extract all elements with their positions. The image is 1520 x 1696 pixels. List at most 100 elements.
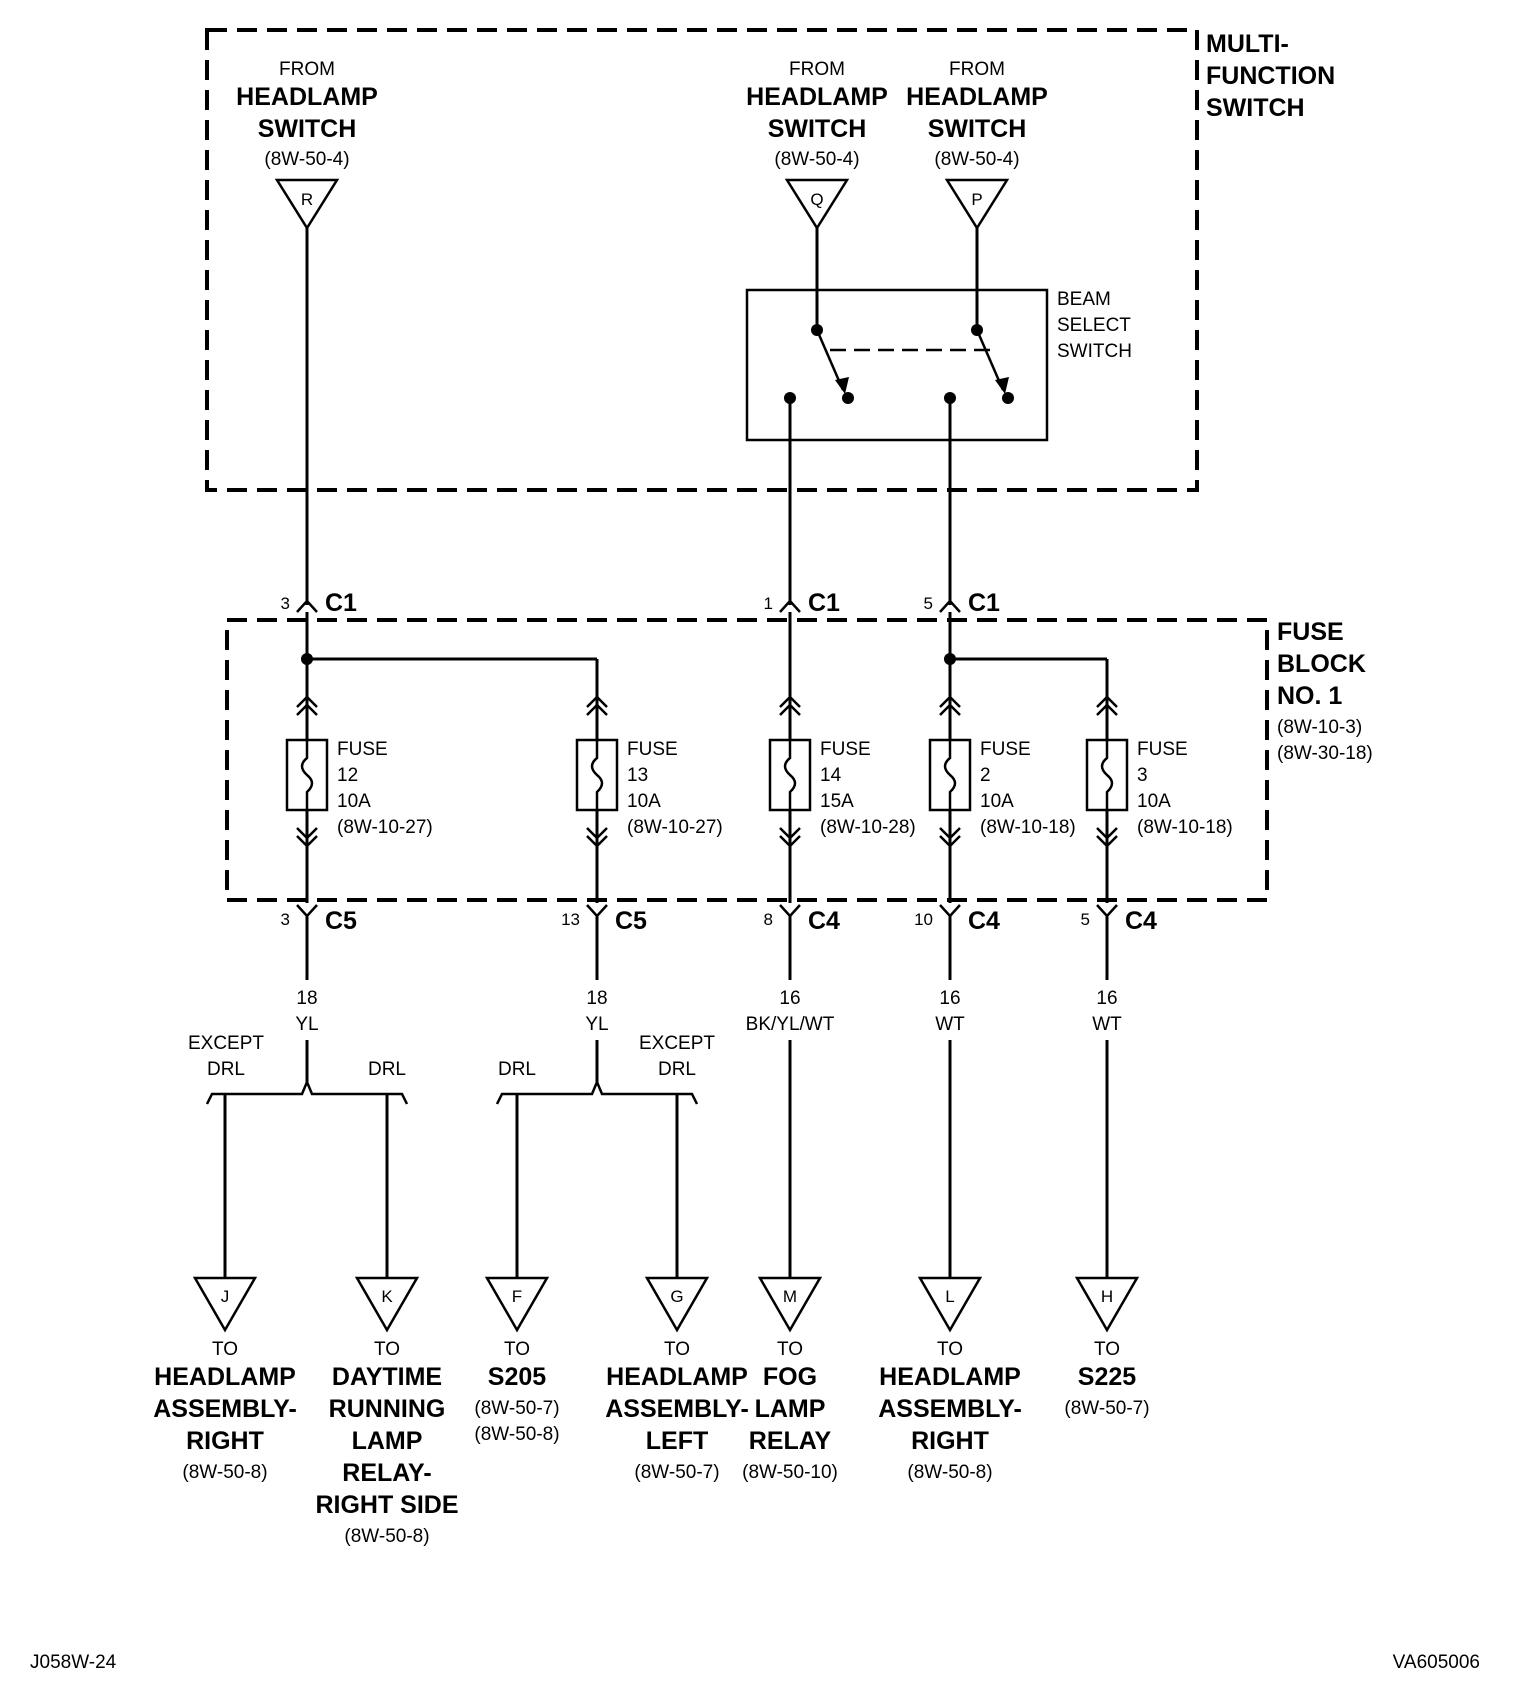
wire-4-color: WT (935, 1014, 965, 1035)
dest-l-name-3: RIGHT (911, 1427, 989, 1455)
dest-l-ref-1: (8W-50-8) (907, 1462, 992, 1483)
fuse-12-element (300, 740, 314, 810)
dest-k-name-2: RUNNING (329, 1395, 446, 1423)
dest-f-triangle (484, 1276, 550, 1333)
dest-k-ref-1: (8W-50-8) (344, 1526, 429, 1547)
c1-1-symbol (779, 599, 801, 613)
dest-l: L TO HEADLAMP ASSEMBLY- RIGHT (8W-50-8) (878, 1276, 1022, 1483)
dest-k-name-4: RELAY- (342, 1459, 431, 1487)
fuse-14: FUSE 14 15A (8W-10-28) (768, 612, 916, 903)
source-r-letter: R (301, 190, 313, 209)
out-c5-3-name: C5 (325, 907, 357, 935)
dest-h-letter: H (1101, 1287, 1113, 1306)
out-connector-c4-5: 5 C4 (1081, 904, 1157, 935)
out-c4-8-symbol (779, 904, 801, 918)
dest-m-name-1: FOG (763, 1363, 817, 1391)
source-q-triangle (784, 178, 850, 231)
out-c5-13-pin: 13 (561, 910, 580, 929)
fuse-14-top-terminal (779, 695, 801, 716)
c1-connector-1: 1 C1 (764, 589, 841, 617)
c1-3-pin: 3 (281, 594, 290, 613)
fuse-13-label: FUSE (627, 739, 678, 760)
dest-m-letter: M (783, 1287, 797, 1306)
wire-5-gauge: 16 (1096, 988, 1117, 1009)
out-c5-13-name: C5 (615, 907, 647, 935)
dest-g-triangle (644, 1276, 710, 1333)
c1-connector-5: 5 C1 (924, 589, 1001, 617)
source-r-from: FROM (279, 59, 335, 80)
dest-l-name-2: ASSEMBLY- (878, 1395, 1022, 1423)
out-c4-10-pin: 10 (914, 910, 933, 929)
beam-select-label-3: SWITCH (1057, 341, 1132, 362)
wire-2-color: YL (585, 1014, 608, 1035)
dest-m-ref-1: (8W-50-10) (742, 1462, 838, 1483)
wire-3-color: BK/YL/WT (746, 1014, 835, 1035)
fuse-13-bottom-terminal (586, 827, 608, 848)
dest-m-name-2: LAMP (755, 1395, 826, 1423)
c1-5-name: C1 (968, 589, 1000, 617)
fuse-14-rating: 15A (820, 791, 854, 812)
fuse-2-top-terminal (939, 695, 961, 716)
fuse-3: FUSE 3 10A (8W-10-18) (1085, 690, 1233, 903)
source-q: FROM HEADLAMP SWITCH (8W-50-4) Q (746, 59, 888, 231)
switch-blade-p-arrow (995, 377, 1009, 394)
c1-connector-3: 3 C1 (281, 589, 358, 617)
dest-l-name-1: HEADLAMP (879, 1363, 1021, 1391)
out-c5-13-symbol (586, 904, 608, 918)
dest-m-name-3: RELAY (749, 1427, 832, 1455)
fuse-block-ref-2: (8W-30-18) (1277, 743, 1373, 764)
dest-m-to: TO (777, 1339, 803, 1360)
fuse-3-ref: (8W-10-18) (1137, 817, 1233, 838)
out-connector-c4-8: 8 C4 (764, 904, 840, 935)
c1-3-name: C1 (325, 589, 357, 617)
fuse-block-label-2: BLOCK (1277, 650, 1366, 678)
fuse-14-ref: (8W-10-28) (820, 817, 916, 838)
branch-left-except-2: DRL (207, 1059, 245, 1080)
dest-j-to: TO (212, 1339, 238, 1360)
fuse-3-bottom-terminal (1096, 827, 1118, 848)
dest-g: G TO HEADLAMP ASSEMBLY- LEFT (8W-50-7) (605, 1276, 749, 1483)
c1-1-pin: 1 (764, 594, 773, 613)
source-p-triangle (944, 178, 1010, 231)
fuse-14-number: 14 (820, 765, 842, 786)
fuse-12-bottom-terminal (296, 827, 318, 848)
fuse-block-label-1: FUSE (1277, 618, 1344, 646)
dest-l-to: TO (937, 1339, 963, 1360)
wire-5-color: WT (1092, 1014, 1122, 1035)
branch-right-except-2: DRL (658, 1059, 696, 1080)
fuse-3-rating: 10A (1137, 791, 1171, 812)
fuse-2-rating: 10A (980, 791, 1014, 812)
footer-right-code: VA605006 (1393, 1652, 1480, 1673)
dest-j-name-3: RIGHT (186, 1427, 264, 1455)
footer-left-code: J058W-24 (30, 1652, 117, 1673)
branch-left: EXCEPT DRL DRL (188, 1033, 409, 1278)
c1-5-pin: 5 (924, 594, 933, 613)
source-p-ref: (8W-50-4) (934, 149, 1019, 170)
source-p-letter: P (971, 190, 982, 209)
dest-j-ref-1: (8W-50-8) (182, 1462, 267, 1483)
out-connector-c5-3: 3 C5 (281, 904, 357, 935)
beam-select-label-2: SELECT (1057, 315, 1131, 336)
fuse-2-label: FUSE (980, 739, 1031, 760)
dest-g-to: TO (664, 1339, 690, 1360)
source-q-letter: Q (810, 190, 823, 209)
source-q-ref: (8W-50-4) (774, 149, 859, 170)
switch-blade-q-arrow (835, 377, 849, 394)
dest-j-letter: J (221, 1287, 230, 1306)
dest-j-name-1: HEADLAMP (154, 1363, 296, 1391)
out-c5-3-symbol (296, 904, 318, 918)
fuse-14-element (783, 740, 797, 810)
source-r-triangle (274, 178, 340, 231)
fuse-12-ref: (8W-10-27) (337, 817, 433, 838)
dest-j-triangle (192, 1276, 258, 1333)
fuse-13: FUSE 13 10A (8W-10-27) (575, 690, 723, 903)
branch-left-brace (205, 1078, 409, 1105)
branch-left-drl: DRL (368, 1059, 406, 1080)
dest-h-ref-1: (8W-50-7) (1064, 1398, 1149, 1419)
fuse-2-number: 2 (980, 765, 991, 786)
beam-select-switch-box (745, 288, 1049, 442)
dest-j-name-2: ASSEMBLY- (153, 1395, 297, 1423)
beam-select-switch: BEAM SELECT SWITCH (745, 228, 1132, 442)
fuse-14-label: FUSE (820, 739, 871, 760)
